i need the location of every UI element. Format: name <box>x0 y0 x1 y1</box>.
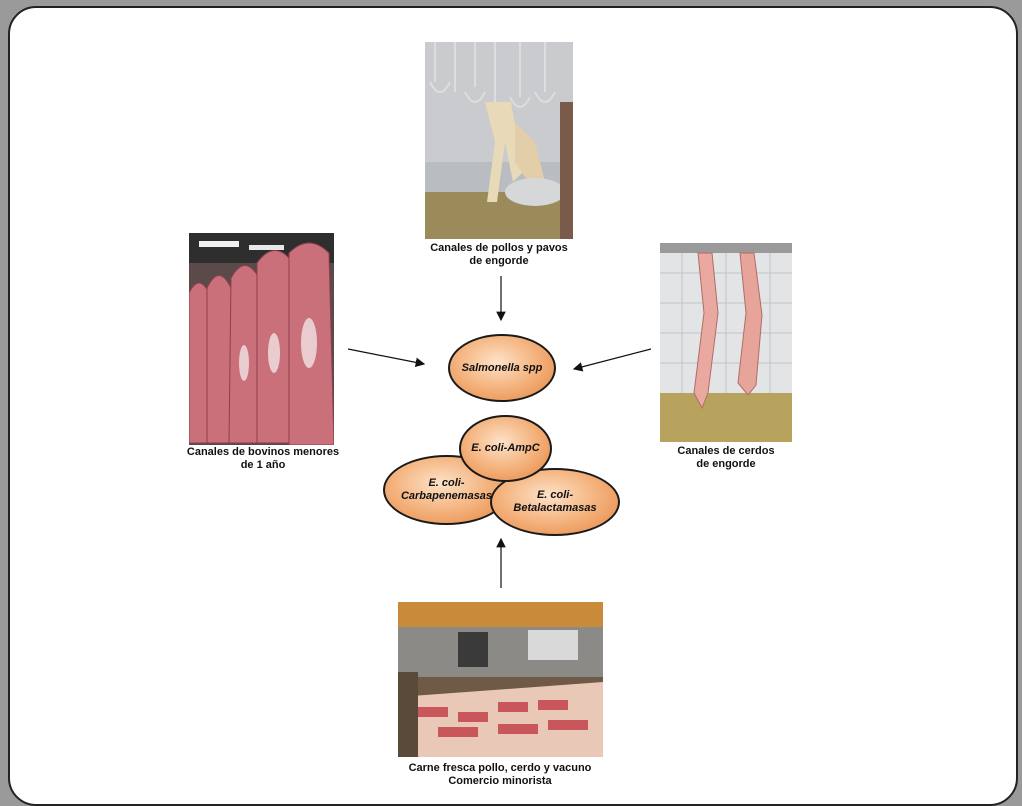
flow-arrows <box>10 8 1018 806</box>
arrow-cattle-to-salmonella <box>348 349 424 364</box>
arrow-pigs-to-salmonella <box>574 349 651 369</box>
diagram-slide: Canales de pollos y pavos de engorde Can… <box>8 6 1018 806</box>
salmonella-node: Salmonella spp <box>448 334 556 402</box>
ecoli-ampc-node: E. coli-AmpC <box>459 415 552 482</box>
